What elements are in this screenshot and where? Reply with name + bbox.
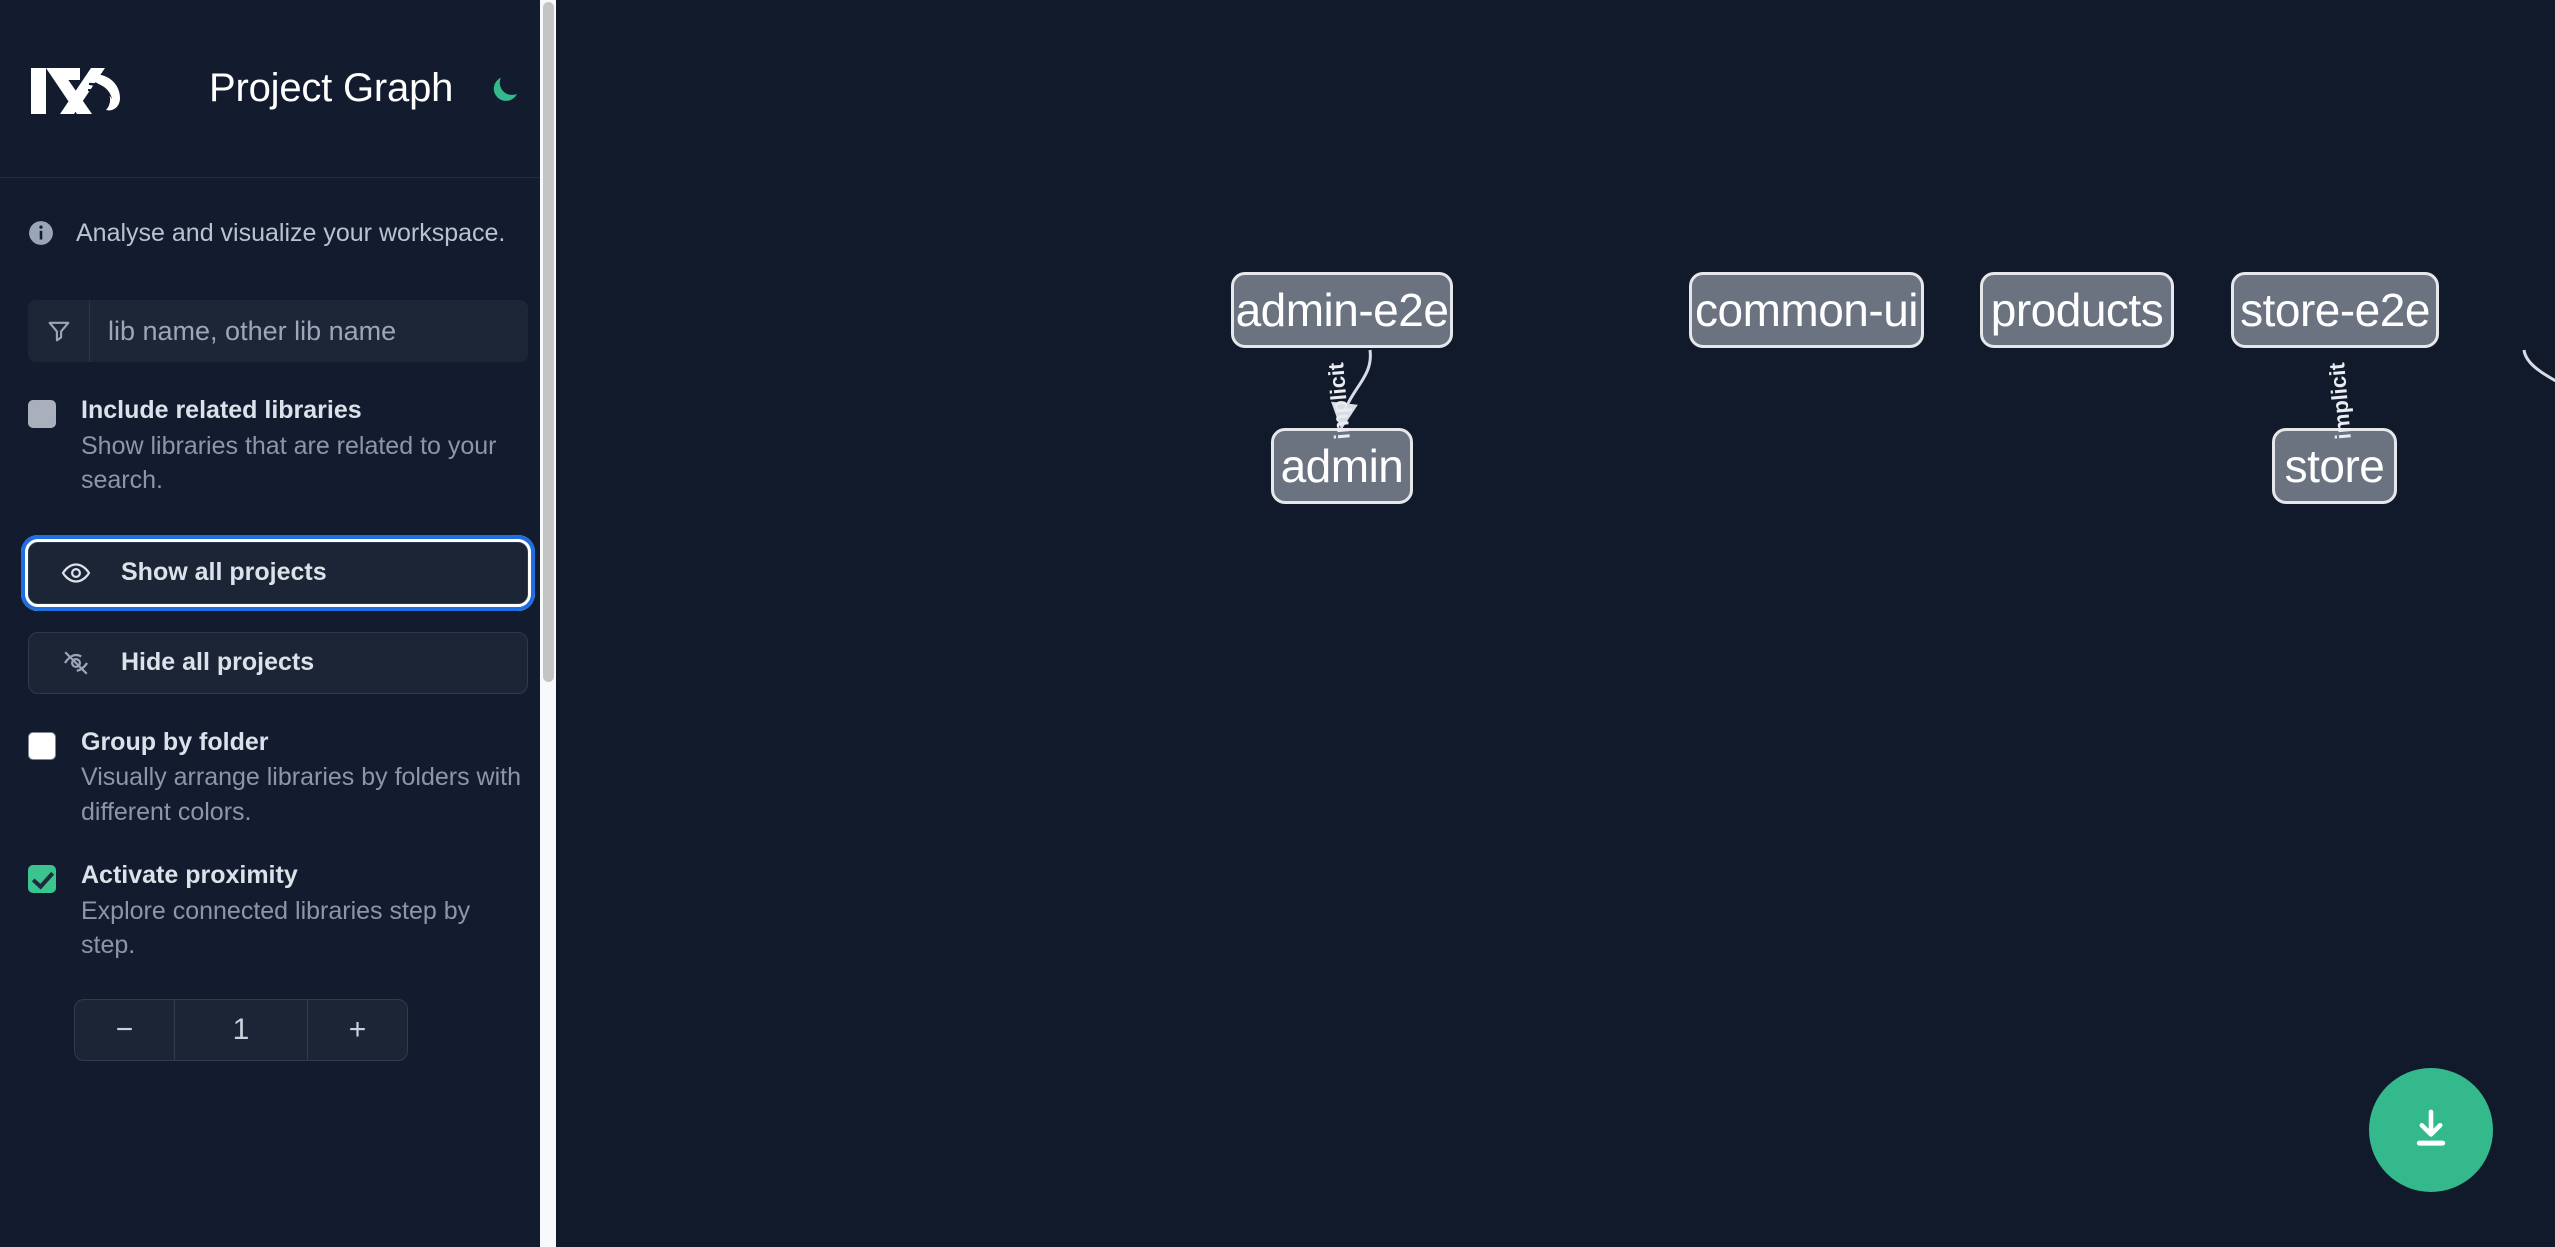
include-related-libraries-description: Show libraries that are related to your … (81, 431, 497, 495)
eye-off-icon (57, 644, 95, 682)
funnel-icon (28, 300, 90, 362)
activate-proximity-checkbox[interactable] (28, 865, 56, 893)
graph-node-common-ui[interactable]: common-ui (1689, 272, 1924, 348)
stepper-value: 1 (232, 1012, 250, 1046)
option-include-related-libraries[interactable]: Include related libraries Show libraries… (28, 394, 528, 498)
sidebar-scrollbar[interactable] (540, 0, 556, 1247)
download-icon (2406, 1104, 2456, 1157)
filter-box[interactable] (28, 300, 528, 362)
graph-node-label: products (1990, 284, 2164, 336)
group-by-folder-label: Group by folder (81, 727, 269, 756)
show-all-projects-label: Show all projects (121, 558, 327, 586)
graph-node-admin[interactable]: admin (1271, 428, 1413, 504)
graph-node-store[interactable]: store (2272, 428, 2397, 504)
hide-all-projects-label: Hide all projects (121, 648, 315, 676)
graph-edges (1331, 349, 2555, 430)
graph-node-label: admin-e2e (1235, 284, 1449, 336)
nx-logo-icon (28, 58, 126, 120)
graph-node-admin-e2e[interactable]: admin-e2e (1231, 272, 1453, 348)
search-input[interactable] (90, 300, 528, 362)
graph-node-products[interactable]: products (1980, 272, 2174, 348)
graph-node-label: store-e2e (2240, 284, 2430, 336)
page-title: Project Graph (209, 66, 454, 110)
graph-node-label: admin (1280, 440, 1404, 492)
sidebar-scrollbar-thumb[interactable] (543, 2, 554, 682)
option-activate-proximity[interactable]: Activate proximity Explore connected lib… (28, 859, 528, 963)
include-related-libraries-checkbox[interactable] (28, 400, 56, 428)
sidebar-header: Project Graph (0, 0, 556, 178)
sidebar: Project Graph Analyse and visualize your… (0, 0, 556, 1247)
graph-edge-label-admin: implicit (1323, 361, 1355, 441)
graph-node-label: store (2284, 440, 2385, 492)
graph-node-store-e2e[interactable]: store-e2e (2231, 272, 2439, 348)
graph-edge-label-store: implicit (2324, 361, 2356, 441)
activate-proximity-description: Explore connected libraries step by step… (81, 896, 471, 960)
project-graph-canvas[interactable]: admin-e2e common-ui products store-e2e a… (556, 0, 2555, 1247)
workspace-info: Analyse and visualize your workspace. (28, 178, 528, 288)
graph-node-label: common-ui (1694, 284, 1919, 336)
download-button[interactable] (2369, 1068, 2493, 1192)
stepper-decrement-button[interactable]: − (75, 999, 175, 1060)
eye-icon (57, 554, 95, 592)
info-icon (28, 220, 54, 246)
activate-proximity-label: Activate proximity (81, 861, 298, 889)
stepper-increment-button[interactable]: + (307, 999, 407, 1060)
proximity-stepper[interactable]: − 1 + (74, 998, 408, 1061)
sidebar-body: Analyse and visualize your workspace. In… (0, 178, 556, 1061)
group-by-folder-description: Visually arrange libraries by folders wi… (81, 763, 522, 826)
include-related-libraries-label: Include related libraries (81, 396, 362, 424)
show-all-projects-button[interactable]: Show all projects (21, 534, 535, 611)
hide-all-projects-button[interactable]: Hide all projects (28, 631, 528, 694)
group-by-folder-checkbox[interactable] (28, 731, 56, 760)
workspace-info-text: Analyse and visualize your workspace. (76, 218, 506, 247)
moon-icon[interactable] (483, 67, 527, 111)
option-group-by-folder[interactable]: Group by folder Visually arrange librari… (28, 726, 528, 830)
